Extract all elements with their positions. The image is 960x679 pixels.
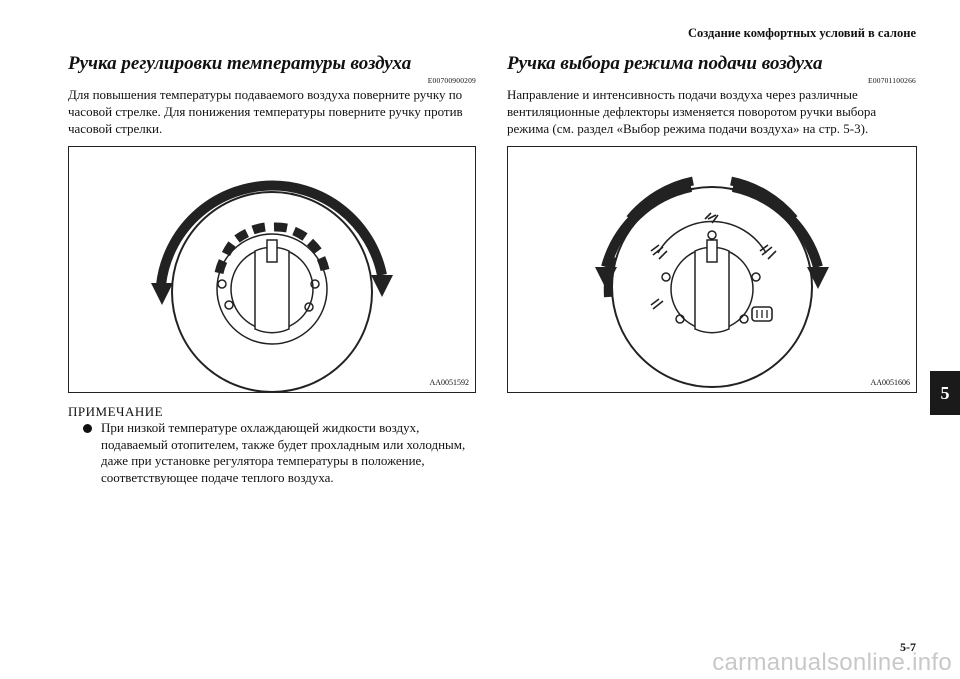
temperature-knob-illustration bbox=[151, 180, 393, 392]
note-title: ПРИМЕЧАНИЕ bbox=[68, 404, 164, 419]
page-number: 5-7 bbox=[900, 640, 916, 654]
temperature-section-code: E00700900209 bbox=[427, 76, 476, 85]
mode-section: Ручка выбора режима подачи воздуха E0070… bbox=[507, 52, 916, 137]
mode-section-text: Направление и интенсивность подачи возду… bbox=[507, 87, 877, 136]
running-header: Создание комфортных условий в салоне bbox=[687, 26, 916, 40]
mode-section-title: Ручка выбора режима подачи воздуха bbox=[507, 53, 823, 74]
left-arrow-head bbox=[151, 283, 173, 305]
mode-section-code: E00701100266 bbox=[868, 76, 916, 85]
bullet-icon bbox=[83, 424, 92, 433]
mode-knob-figure: AA0051606 bbox=[507, 146, 917, 393]
watermark: carmanualsonline.info bbox=[712, 649, 952, 676]
note-item: При низкой температуре охлаждающей жидко… bbox=[68, 420, 476, 486]
mode-right-arrow bbox=[807, 267, 829, 289]
temperature-figure-code: AA0051592 bbox=[429, 378, 469, 387]
defrost-mode-icon bbox=[751, 306, 773, 322]
mode-knob-grip bbox=[694, 246, 730, 334]
face-mode-icon bbox=[704, 212, 719, 224]
knob-pointer bbox=[266, 239, 278, 263]
temperature-section-text: Для повышения температуры подаваемого во… bbox=[68, 87, 463, 136]
mode-knob-pointer bbox=[706, 239, 718, 263]
temperature-section: Ручка регулировки температуры воздуха E0… bbox=[68, 52, 476, 137]
mode-knob-illustration bbox=[595, 176, 829, 388]
foot-defrost-mode-icon bbox=[759, 244, 777, 260]
note-text: При низкой температуре охлаждающей жидко… bbox=[101, 420, 466, 485]
temperature-knob-figure: AA0051592 bbox=[68, 146, 476, 393]
foot-mode-icon bbox=[650, 298, 664, 310]
outer-arc bbox=[156, 180, 387, 286]
note-block: ПРИМЕЧАНИЕ При низкой температуре охлажд… bbox=[68, 404, 476, 486]
mode-figure-code: AA0051606 bbox=[870, 378, 910, 387]
knob-grip bbox=[254, 246, 290, 334]
right-arrow-head bbox=[371, 275, 393, 297]
chapter-tab: 5 bbox=[930, 371, 960, 415]
bilevel-mode-icon bbox=[650, 244, 668, 260]
temperature-section-title: Ручка регулировки температуры воздуха bbox=[68, 53, 412, 74]
